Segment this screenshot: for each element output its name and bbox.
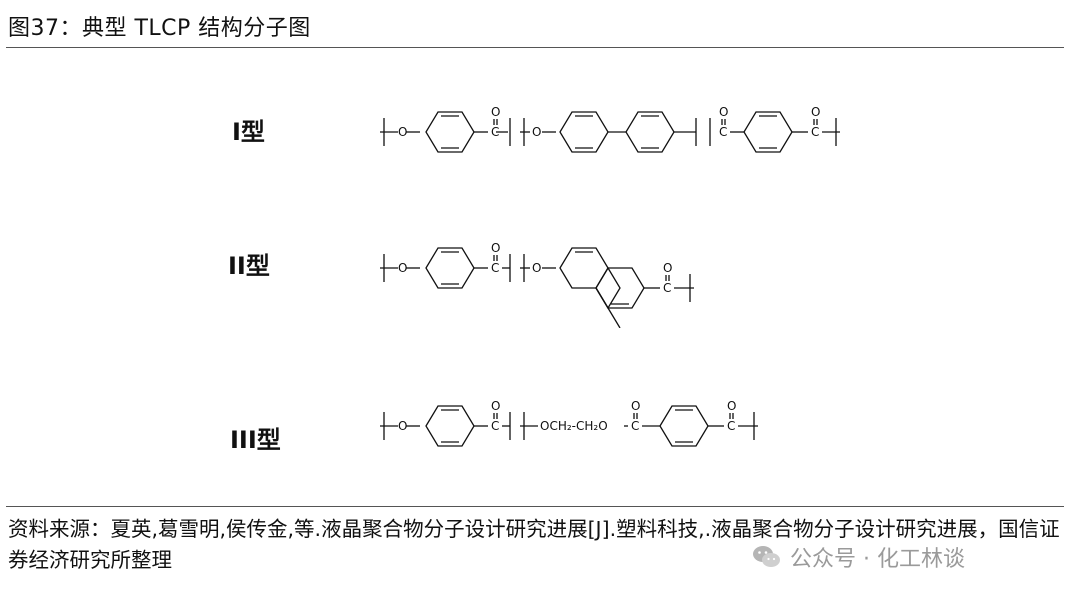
type-3-structure-svg: O C O OCH₂-CH₂O C O C O [380, 399, 758, 447]
type-1-structure: O C O O C O C O [370, 100, 870, 170]
source-note: 资料来源：夏英,葛雪明,侯传金,等.液晶聚合物分子设计研究进展[J].塑料科技,… [8, 517, 1060, 572]
svg-text:O: O [532, 261, 541, 275]
svg-text:O: O [491, 105, 500, 119]
svg-text:C: C [727, 419, 735, 433]
svg-text:O: O [719, 105, 728, 119]
svg-text:C: C [811, 125, 819, 139]
figure-title: 图37：典型 TLCP 结构分子图 [8, 16, 311, 41]
svg-text:O: O [727, 399, 736, 413]
svg-text:C: C [631, 419, 639, 433]
type-3-label: III型 [230, 426, 281, 454]
type-2-structure-svg: O C O O C O [380, 241, 694, 328]
svg-text:O: O [398, 419, 407, 433]
top-rule [6, 47, 1064, 48]
bottom-rule [6, 506, 1064, 507]
svg-text:OCH₂-CH₂O: OCH₂-CH₂O [540, 419, 608, 433]
type-1-label: I型 [232, 118, 265, 146]
watermark-text: 公众号 · 化工林谈 [790, 547, 965, 572]
svg-text:O: O [491, 399, 500, 413]
svg-text:O: O [491, 241, 500, 255]
svg-text:O: O [811, 105, 820, 119]
svg-text:C: C [663, 281, 671, 295]
svg-text:C: C [491, 125, 499, 139]
svg-text:O: O [631, 399, 640, 413]
type-1-structure-svg: O C O O C O C O [380, 105, 840, 153]
watermark: 公众号 · 化工林谈 [752, 541, 965, 573]
wechat-icon [753, 546, 780, 567]
svg-text:O: O [398, 261, 407, 275]
svg-text:O: O [532, 125, 541, 139]
svg-text:O: O [398, 125, 407, 139]
svg-text:C: C [719, 125, 727, 139]
svg-text:C: C [491, 419, 499, 433]
type-3-structure: O C O OCH₂-CH₂O C O C O [370, 396, 790, 466]
svg-text:O: O [663, 261, 672, 275]
svg-text:C: C [491, 261, 499, 275]
type-2-structure: O C O O C O [370, 238, 730, 328]
type-2-label: II型 [228, 252, 270, 280]
